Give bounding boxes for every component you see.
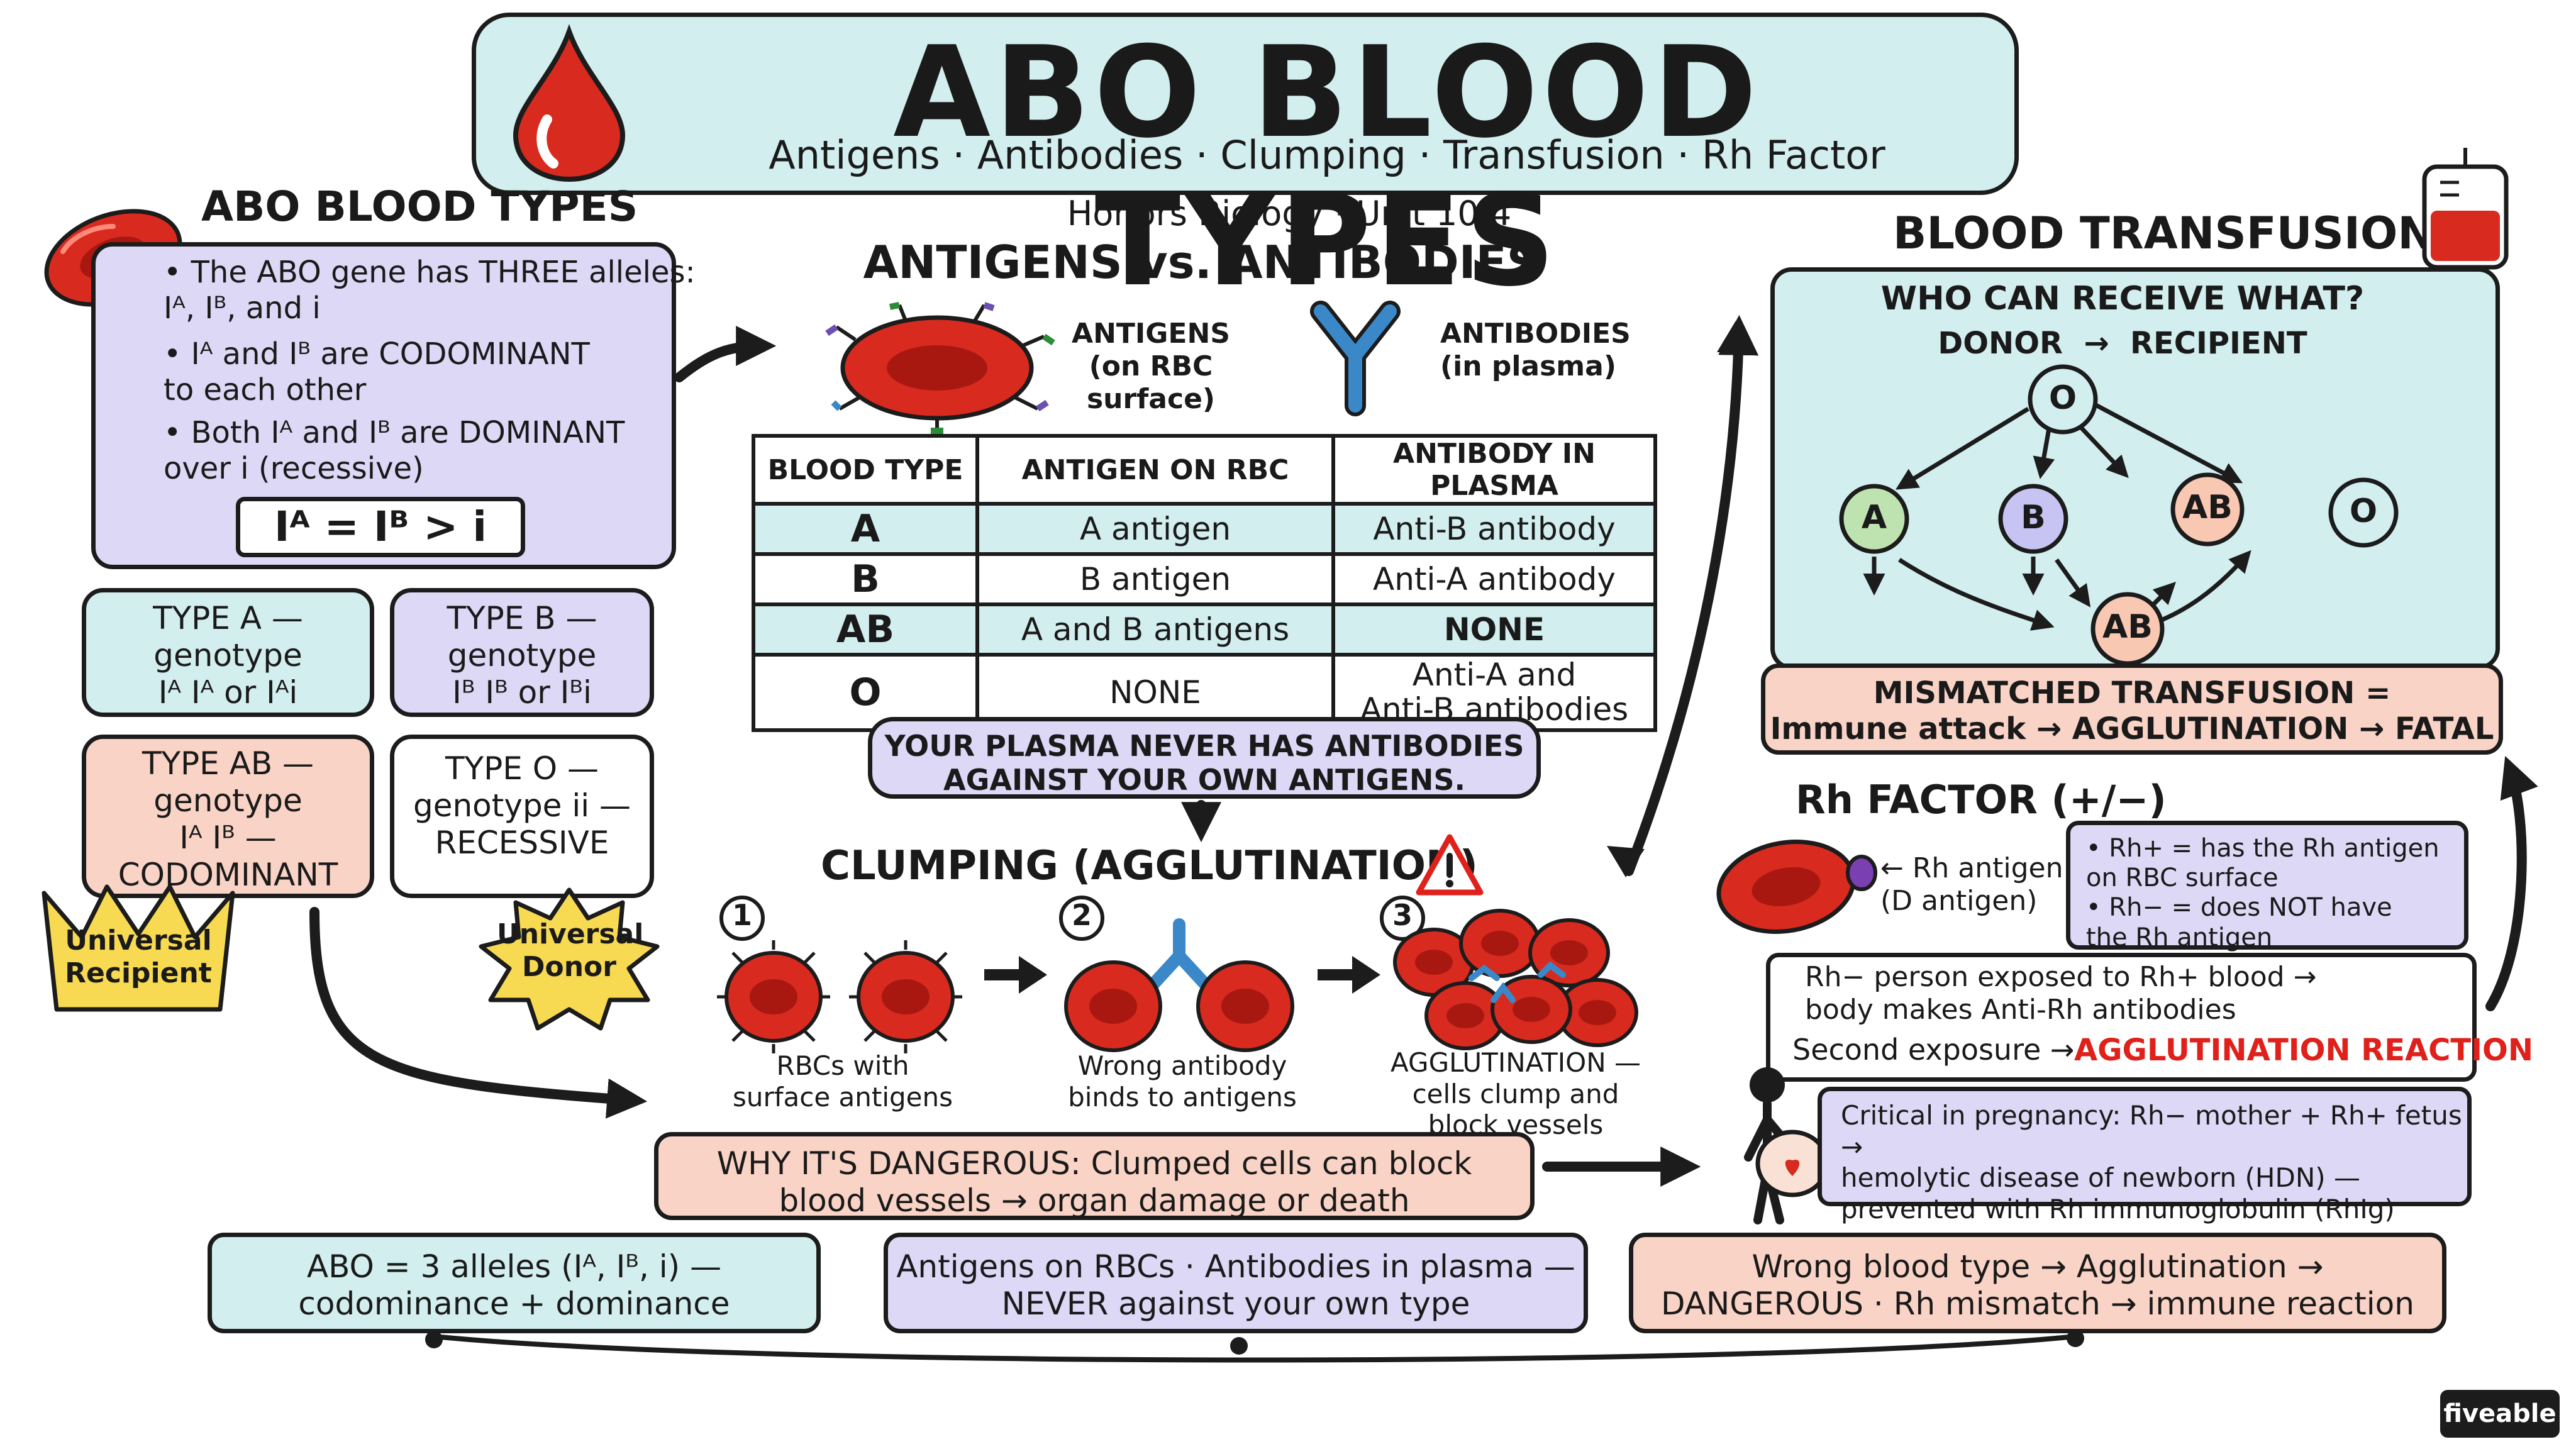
node-o-recipient: O	[2349, 492, 2378, 530]
table-header: BLOOD TYPE	[752, 434, 979, 506]
rh-antigen-label: ← Rh antigen (D antigen)	[1880, 852, 2063, 917]
step-number-2	[1059, 896, 1104, 941]
summary-abo: ABO = 3 alleles (Iᴬ, Iᴮ, i) — codominanc…	[208, 1233, 821, 1333]
type-o-box: TYPE O — genotype ii — RECESSIVE	[390, 735, 654, 898]
table-cell: Anti-A antibody	[1331, 552, 1657, 606]
star-badge-icon	[479, 887, 660, 1031]
antibody-binding-icon	[1064, 918, 1294, 1052]
plasma-note: YOUR PLASMA NEVER HAS ANTIBODIES AGAINST…	[868, 717, 1541, 799]
pregnancy-box: Critical in pregnancy: Rh− mother + Rh+ …	[1818, 1087, 2472, 1224]
table-header: ANTIGEN ON RBC	[975, 434, 1335, 506]
rbc-pair-icon	[717, 940, 962, 1053]
step2-caption: Wrong antibody binds to antigens	[1068, 1050, 1297, 1113]
step-number-3-label: 3	[1392, 898, 1413, 932]
rh-definitions-box: • Rh+ = has the Rh antigen on RBC surfac…	[2066, 821, 2468, 952]
table-cell: A and B antigens	[975, 602, 1335, 657]
table-row: B B antigen Anti-A antibody	[752, 552, 1657, 606]
blood-type-table: BLOOD TYPE ANTIGEN ON RBC ANTIBODY IN PL…	[752, 434, 1657, 732]
transfusion-heading: BLOOD TRANSFUSIONS	[1893, 208, 2467, 259]
type-a-box: TYPE A — genotype Iᴬ Iᴬ or Iᴬi	[82, 588, 374, 717]
step-number-1	[719, 896, 765, 941]
transfusion-question: WHO CAN RECEIVE WHAT?	[1880, 280, 2365, 318]
abo-bullet-1: • The ABO gene has THREE alleles: Iᴬ, Iᴮ…	[164, 255, 696, 326]
antigen-cell-icon	[825, 302, 1055, 434]
node-a: A	[1861, 499, 1887, 536]
allele-formula: Iᴬ = Iᴮ > i	[236, 497, 525, 557]
table-cell: Anti-A and Anti-B antibodies	[1331, 653, 1657, 732]
summary-antigens: Antigens on RBCs · Antibodies in plasma …	[884, 1233, 1588, 1333]
abo-heading: ABO BLOOD TYPES	[201, 182, 638, 231]
table-cell: A	[752, 502, 979, 556]
node-b: B	[2021, 499, 2046, 536]
abo-bullet-2: • Iᴬ and Iᴮ are CODOMINANT to each other	[164, 336, 590, 408]
antigens-heading: ANTIGENS vs. ANTIBODIES	[863, 236, 1540, 289]
table-cell: A antigen	[975, 502, 1335, 556]
warning-icon	[1416, 834, 1484, 896]
rh-exposure-1: Rh− person exposed to Rh+ blood → body m…	[1805, 961, 2317, 1026]
table-header: ANTIBODY IN PLASMA	[1331, 434, 1657, 506]
title-banner	[472, 13, 2019, 195]
rh-heading: Rh FACTOR (+/−)	[1796, 777, 2167, 823]
node-ab: AB	[2182, 489, 2233, 526]
step-number-1-label: 1	[731, 898, 752, 932]
table-cell: NONE	[1331, 602, 1657, 657]
node-o-donor: O	[2048, 379, 2077, 417]
universal-recipient-label: Universal Recipient	[65, 924, 212, 989]
step-arrow	[1318, 956, 1380, 994]
rh-exposure-2: Second exposure →	[1792, 1033, 2075, 1067]
abo-bullet-3: • Both Iᴬ and Iᴮ are DOMINANT over i (re…	[164, 415, 625, 486]
course-label: Honors Biology · Unit 10.4	[1067, 194, 1512, 233]
agglutination-reaction-label: AGGLUTINATION REACTION	[2074, 1033, 2533, 1068]
fiveable-logo[interactable]: fiveable	[2440, 1390, 2560, 1438]
universal-donor-label: Universal Donor	[497, 918, 644, 983]
iv-bag-icon	[2422, 148, 2509, 307]
table-row: AB A and B antigens NONE	[752, 602, 1657, 657]
table-cell: AB	[752, 602, 979, 657]
crown-icon	[42, 884, 235, 1012]
blood-drop-icon	[513, 24, 626, 182]
antibody-icon	[1310, 301, 1401, 416]
node-ab-recipient: AB	[2102, 608, 2153, 646]
transfusion-flow: DONOR → RECIPIENT	[1938, 326, 2307, 361]
danger-box: WHY IT'S DANGEROUS: Clumped cells can bl…	[654, 1132, 1535, 1220]
clumping-heading: CLUMPING (AGGLUTINATION)	[821, 843, 1478, 889]
table-cell: B antigen	[975, 552, 1335, 606]
table-row: A A antigen Anti-B antibody	[752, 502, 1657, 556]
table-cell: B	[752, 552, 979, 606]
table-cell: Anti-B antibody	[1331, 502, 1657, 556]
summary-transfusion: Wrong blood type → Agglutination → DANGE…	[1629, 1233, 2446, 1333]
step-arrow	[984, 956, 1047, 994]
antigens-label: ANTIGENS (on RBC surface)	[1072, 318, 1230, 415]
antibodies-label: ANTIBODIES (in plasma)	[1440, 318, 1631, 382]
transfusion-graph	[1839, 364, 2399, 666]
type-b-box: TYPE B — genotype Iᴮ Iᴮ or Iᴮi	[390, 588, 654, 717]
step1-caption: RBCs with surface antigens	[732, 1050, 953, 1113]
rh-cell-icon	[1716, 840, 1877, 934]
step-number-3	[1380, 896, 1425, 941]
page-subtitle: Antigens · Antibodies · Clumping · Trans…	[769, 132, 1885, 178]
type-ab-box: TYPE AB — genotype Iᴬ Iᴮ — CODOMINANT	[82, 735, 374, 898]
step-number-2-label: 2	[1071, 898, 1092, 932]
rh-exposure-box	[1766, 953, 2477, 1082]
mismatch-box: MISMATCHED TRANSFUSION = Immune attack →…	[1761, 663, 2503, 755]
page-title: ABO BLOOD TYPES	[893, 19, 1761, 314]
agglutination-clump-icon	[1393, 909, 1638, 1050]
